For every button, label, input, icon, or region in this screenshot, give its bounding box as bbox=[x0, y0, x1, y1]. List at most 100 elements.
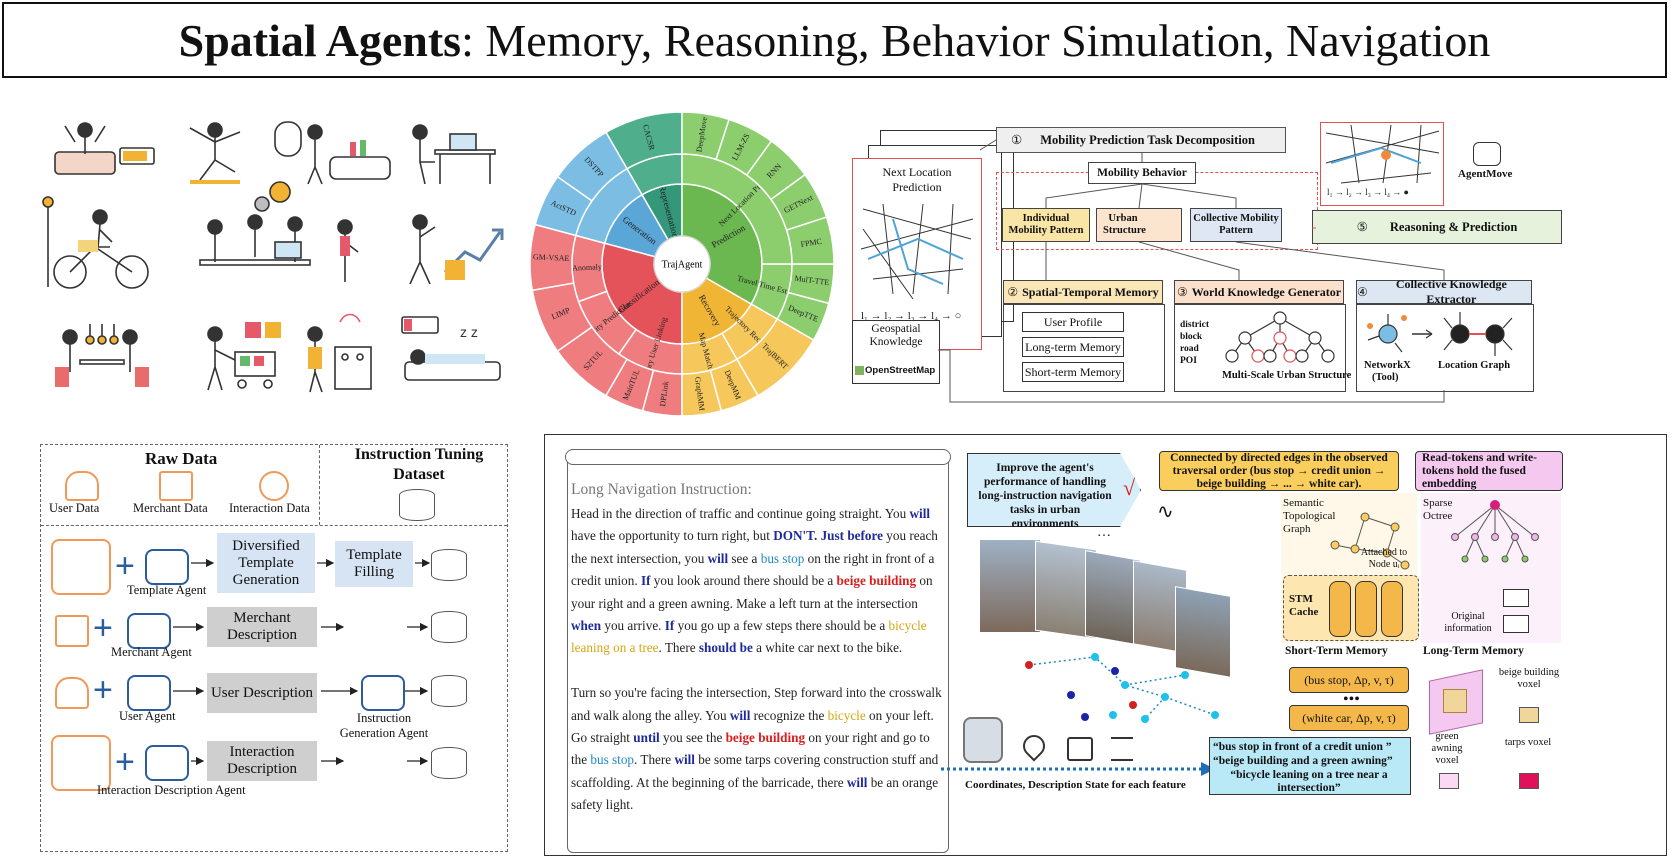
yoga-figure-icon bbox=[189, 122, 241, 184]
step3-label: World Knowledge Generator bbox=[1191, 284, 1342, 299]
tuple1-label: (bus stop, Δp, v, τ) bbox=[1304, 672, 1394, 687]
activity-illustrations: z z bbox=[40, 112, 510, 402]
template-robot-icon bbox=[145, 549, 189, 585]
interaction-desc-label: Interaction Description bbox=[227, 744, 297, 777]
step5-box: ⑤ Reasoning & Prediction bbox=[1312, 210, 1562, 244]
stm-cache-label: STM Cache bbox=[1289, 593, 1319, 618]
step4-header: ④ Collective Knowledge Extractor bbox=[1356, 277, 1532, 306]
step5-label: Reasoning & Prediction bbox=[1389, 219, 1518, 234]
store-row2-icon bbox=[55, 615, 89, 647]
collective-box: Collective Mobility Pattern bbox=[1190, 208, 1282, 242]
street-frame-1 bbox=[979, 539, 1041, 633]
coords-arrow bbox=[941, 762, 1215, 776]
coords-label: Coordinates, Description State for each … bbox=[965, 779, 1186, 791]
merchant-desc-box: Merchant Description bbox=[207, 607, 317, 647]
sparse-octree-label: Sparse Octree bbox=[1423, 497, 1453, 522]
scroll-top-roll bbox=[565, 449, 951, 465]
cache-col-2 bbox=[1355, 581, 1377, 637]
database-row2-icon bbox=[431, 611, 467, 643]
sunburst-center-label: TrajAgent bbox=[662, 259, 703, 270]
improve-callout bbox=[967, 453, 1141, 527]
merchant-robot-icon bbox=[127, 613, 171, 649]
sunburst-outer-10 bbox=[735, 317, 815, 397]
raw-data-label: Raw Data bbox=[145, 449, 218, 468]
street-image-stack: … bbox=[979, 525, 1231, 701]
green-voxel-label: green awning voxel bbox=[1431, 731, 1463, 766]
networkx-label: NetworkX bbox=[1364, 360, 1411, 371]
sunburst-outer-13 bbox=[785, 216, 835, 265]
database-icon bbox=[399, 489, 435, 521]
theta-box bbox=[1503, 589, 1529, 607]
urban-level-poi: POI bbox=[1180, 356, 1197, 366]
sunburst-outer-12 bbox=[787, 263, 835, 305]
octree-area bbox=[1421, 493, 1561, 643]
diversified-box: Diversified Template Generation bbox=[217, 533, 315, 593]
sunburst-outer-6 bbox=[604, 358, 655, 412]
sunburst-outer-7 bbox=[641, 369, 683, 417]
sunburst-outer-1 bbox=[556, 131, 629, 202]
bathroom-figure-icon bbox=[274, 121, 391, 185]
urban-box: Urban Structure bbox=[1096, 208, 1182, 242]
beige-swatch bbox=[1519, 707, 1539, 723]
tarps-voxel-label: tarps voxel bbox=[1504, 737, 1552, 748]
tuple2-label: (white car, Δp, v, τ) bbox=[1302, 710, 1396, 725]
dataset-label: Instruction Tuning Dataset bbox=[354, 446, 484, 483]
sunburst-outer-11 bbox=[776, 291, 830, 342]
instruction-gen-label: Instruction Generation Agent bbox=[339, 711, 429, 740]
nav-heading: Long Navigation Instruction: bbox=[571, 481, 752, 498]
sunburst-outer-17 bbox=[681, 111, 730, 161]
step4-num: ④ bbox=[1357, 284, 1368, 299]
sunburst-outer-8-label: GraphMM bbox=[693, 376, 706, 411]
sunburst-outer-13-label: FPMC bbox=[800, 237, 823, 249]
osm-label: OpenStreetMap bbox=[865, 365, 936, 376]
template-filling-box: Template Filling bbox=[335, 541, 413, 587]
original-info-label: Original information bbox=[1444, 611, 1492, 634]
sunburst-outer-3-label: GM-VSAE bbox=[533, 252, 570, 263]
tool-label: (Tool) bbox=[1372, 372, 1399, 383]
store-icon bbox=[159, 471, 193, 501]
step4-body bbox=[1356, 304, 1534, 392]
sunburst-outer-3 bbox=[529, 223, 577, 292]
cache-col-1 bbox=[1329, 581, 1351, 637]
merchant-desc-label: Merchant Description bbox=[227, 610, 297, 643]
beige-voxel-label: beige building voxel bbox=[1498, 667, 1560, 690]
quote-1: “bus stop in front of a credit union ” bbox=[1213, 741, 1392, 753]
sunburst-center bbox=[653, 235, 711, 293]
step1-num: ① bbox=[1011, 133, 1023, 147]
step1-box: ① Mobility Prediction Task Decomposition bbox=[996, 127, 1286, 153]
user-group-icon bbox=[65, 471, 99, 501]
page-title: Spatial Agents: Memory, Reasoning, Behav… bbox=[2, 2, 1667, 78]
diversified-label: Diversified Template Generation bbox=[232, 537, 300, 588]
sunburst-outer-9 bbox=[709, 358, 760, 412]
step5-num: ⑤ bbox=[1356, 220, 1368, 234]
memory-long-term: Long-term Memory bbox=[1022, 337, 1124, 357]
instruction-robot-icon bbox=[361, 675, 405, 711]
nav-instruction-text: Head in the direction of traffic and con… bbox=[571, 506, 942, 813]
dataset-divider-h bbox=[41, 525, 507, 526]
user-desc-box: User Description bbox=[207, 673, 317, 713]
merchant-agent-label: Merchant Agent bbox=[111, 645, 192, 659]
memory-user-profile: User Profile bbox=[1022, 312, 1124, 332]
individual-box: Individual Mobility Pattern bbox=[1002, 208, 1090, 242]
quote-3: “bicycle leaning on a tree near a inters… bbox=[1230, 769, 1388, 794]
geospatial-card: Geospatial Knowledge OpenStreetMap bbox=[852, 320, 940, 384]
all-data-icon bbox=[51, 539, 111, 595]
sunburst-outer-4 bbox=[531, 282, 593, 353]
checkmark-icon: √ bbox=[1123, 475, 1136, 500]
location-graph-label: Location Graph bbox=[1438, 360, 1511, 371]
short-term-label: Short-Term Memory bbox=[1285, 645, 1388, 657]
svg-text:z z: z z bbox=[460, 324, 478, 340]
urban-level-road: road bbox=[1180, 344, 1199, 354]
step4-label: Collective Knowledge Extractor bbox=[1395, 277, 1507, 306]
urban-level-district: district bbox=[1180, 320, 1210, 330]
sunburst-middle-2-label: Anomaly bbox=[572, 262, 602, 272]
multi-scale-label: Multi-Scale Urban Structure bbox=[1222, 370, 1352, 381]
step2-label: Spatial-Temporal Memory bbox=[1022, 284, 1159, 299]
all-data-row4-icon bbox=[51, 735, 111, 791]
green-swatch bbox=[1439, 773, 1459, 789]
title-bold: Spatial Agents bbox=[178, 14, 462, 66]
sunburst-outer-7-label: DPLink bbox=[658, 381, 670, 407]
step1-label: Mobility Prediction Task Decomposition bbox=[1040, 132, 1255, 147]
growth-chart-figure-icon bbox=[409, 214, 504, 285]
